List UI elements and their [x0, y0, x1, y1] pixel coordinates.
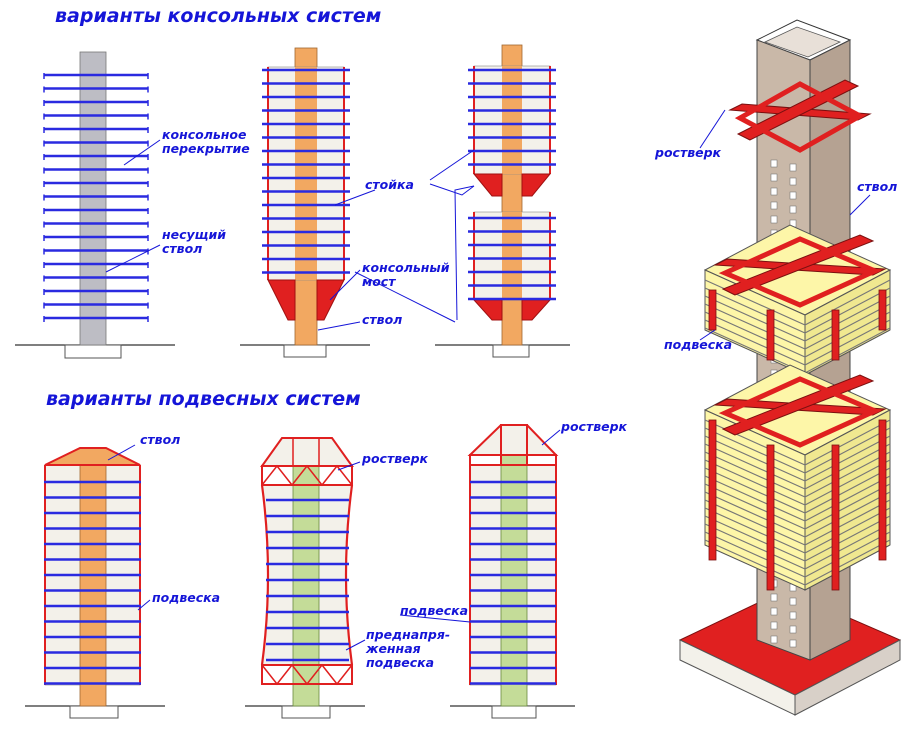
core-window	[770, 621, 778, 630]
grillage-ring	[734, 81, 866, 153]
core-window	[789, 611, 797, 620]
grillage-beam	[721, 374, 875, 436]
iso-floor-line	[704, 295, 891, 342]
iso-floor-line	[704, 427, 891, 474]
iso-floor-line	[704, 491, 891, 538]
core-window	[789, 163, 797, 172]
grillage-ring	[718, 236, 882, 308]
iso-floor-line	[704, 279, 891, 326]
label-bearing-core: несущий ствол	[162, 228, 226, 256]
hanger-column	[766, 444, 775, 591]
iso-floor-line	[704, 475, 891, 522]
iso-floor-line	[704, 287, 891, 334]
label-hanger-b: подвеска	[400, 603, 469, 618]
label-core-a: ствол	[362, 312, 403, 327]
suspended-building-3	[450, 424, 575, 719]
label-iso-core: ствол	[857, 179, 898, 194]
grillage-beam	[721, 234, 875, 296]
hanger-column	[766, 309, 775, 361]
label-column: стойка	[365, 177, 414, 192]
cantilever-building-2	[240, 47, 370, 358]
hanger-column	[708, 289, 717, 331]
cantilever-building-3	[435, 44, 570, 358]
label-grillage-b: ростверк	[561, 419, 628, 434]
heading-suspended-systems: варианты подвесных систем	[46, 388, 361, 410]
iso-floor-line	[704, 467, 891, 514]
label-line: ствол	[162, 241, 203, 256]
label-line: женная	[366, 641, 421, 656]
label-line: консольный	[362, 260, 450, 275]
iso-floor-line	[704, 483, 891, 530]
label-line: несущий	[162, 227, 227, 242]
label-core-b: ствол	[140, 432, 181, 447]
cantilever-building-1	[15, 51, 175, 359]
label-cantilever-floor: консольное перекрытие	[162, 128, 250, 156]
label-iso-hanger: подвеска	[664, 337, 733, 352]
core-window	[770, 635, 778, 644]
hanger-column	[878, 289, 887, 331]
core-window	[770, 607, 778, 616]
iso-floor-line	[704, 443, 891, 490]
grillage-beam	[736, 79, 860, 141]
iso-floor-line	[704, 499, 891, 546]
suspended-building-2	[245, 437, 365, 719]
iso-floor-line	[704, 319, 891, 366]
heading-cantilever-systems: варианты консольных систем	[55, 5, 382, 27]
core-window	[789, 639, 797, 648]
label-line: подвеска	[366, 655, 435, 670]
hanger-column	[831, 444, 840, 591]
iso-floor-line	[704, 515, 891, 562]
label-cantilever-bridge: консольный мост	[362, 261, 449, 289]
hanger-column	[878, 419, 887, 561]
iso-floor-line	[704, 459, 891, 506]
label-line: мост	[362, 274, 396, 289]
label-iso-grillage: ростверк	[655, 145, 722, 160]
core-window	[770, 215, 778, 224]
suspended-building-1	[25, 447, 165, 719]
grillage-ring	[718, 376, 882, 448]
iso-floor-line	[704, 311, 891, 358]
core-window	[770, 187, 778, 196]
label-prestressed-hanger: преднапря- женная подвеска	[366, 628, 450, 670]
label-hanger-a: подвеска	[152, 590, 221, 605]
label-line: консольное	[162, 127, 247, 142]
iso-floor-line	[704, 451, 891, 498]
iso-floor-line	[704, 539, 891, 586]
core-window	[770, 159, 778, 168]
iso-floor-line	[704, 531, 891, 578]
core-window	[789, 597, 797, 606]
core-window	[770, 201, 778, 210]
core-window	[789, 625, 797, 634]
label-line: преднапря-	[366, 627, 451, 642]
label-line: перекрытие	[162, 141, 250, 156]
iso-floor-line	[704, 507, 891, 554]
label-grillage-a: ростверк	[362, 451, 429, 466]
leader-lines-top	[105, 139, 475, 331]
core-window	[770, 173, 778, 182]
isometric-tower	[678, 19, 902, 716]
leader-lines-iso	[699, 109, 871, 341]
iso-floor-line	[704, 303, 891, 350]
leader-lines-bottom	[107, 429, 561, 651]
core-window	[789, 177, 797, 186]
core-window	[789, 205, 797, 214]
core-window	[789, 191, 797, 200]
iso-floor-line	[704, 419, 891, 466]
iso-floor-line	[704, 523, 891, 570]
hanger-column	[831, 309, 840, 361]
iso-floor-line	[704, 435, 891, 482]
hanger-column	[708, 419, 717, 561]
core-window	[770, 593, 778, 602]
